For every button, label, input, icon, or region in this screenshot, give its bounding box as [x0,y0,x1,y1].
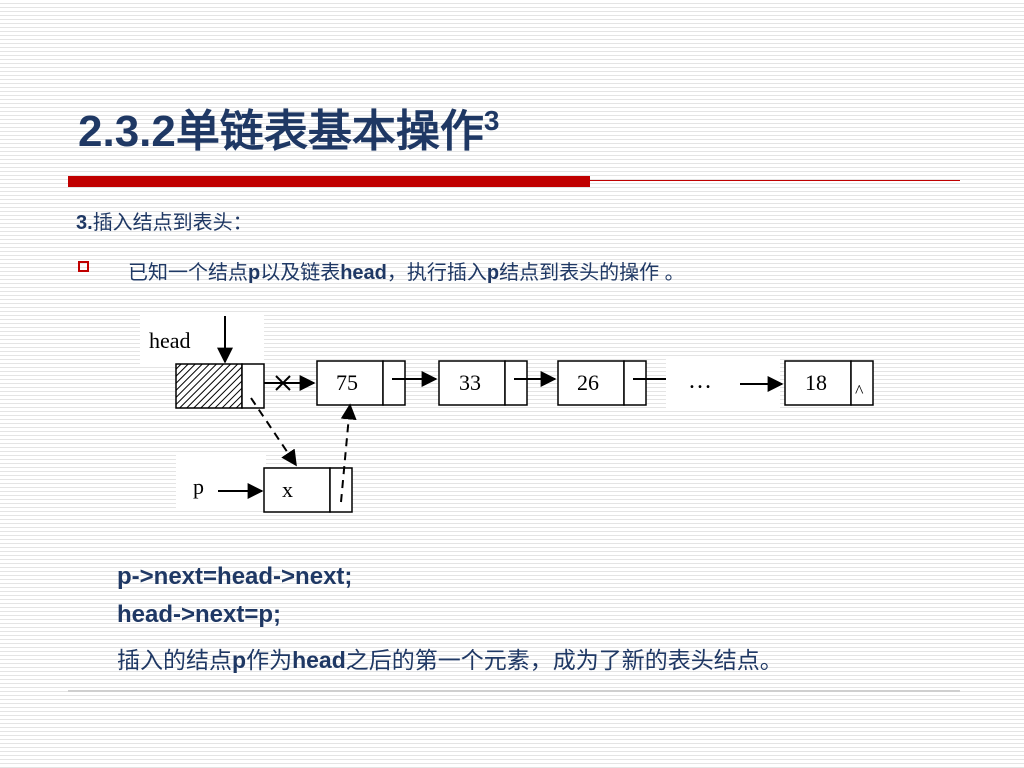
section-heading-text: 插入结点到表头： [92,212,253,234]
node-next-33 [504,360,528,406]
node-data-33 [438,360,506,406]
title-underline-thin [590,180,960,181]
new-node-data [263,467,331,513]
node-value: 33 [459,370,481,395]
head-node-data [175,363,243,409]
bullet-text: 已知一个结点p以及链表head，执行插入p结点到表头的操作 。 [128,256,685,285]
head-label: head [149,328,191,353]
node-data-75 [316,360,384,406]
bullet-text-part: 已知一个结点 [128,262,248,284]
bottom-divider [68,690,960,692]
summary-text-part: 之后的第一个元素，成为了新的表头结点。 [345,647,783,673]
summary-var-p: p [232,647,247,673]
bullet-text-part: ，执行插入 [386,262,487,284]
square-bullet-icon [78,261,89,272]
node-value: 75 [336,370,358,395]
ellipsis: … [688,368,712,394]
bullet-text-part: 结点到表头的操作 。 [499,262,685,284]
code-line-2: head->next=p; [117,601,282,628]
head-node-next [241,363,265,409]
title-underline-bar [68,176,590,187]
summary-text-part: 作为 [246,647,293,673]
summary-text: 插入的结点p作为head之后的第一个元素，成为了新的表头结点。 [117,641,783,675]
section-number: 3. [76,212,93,234]
node-value: 18 [805,370,827,395]
code-line-1: p->next=head->next; [117,563,353,590]
new-node-next [329,467,353,513]
node-value: 26 [577,370,599,395]
bullet-var-p: p [486,262,500,284]
p-label: p [193,474,204,499]
node-data-18 [784,360,852,406]
bullet-var-p: p [248,262,261,284]
node-data-26 [557,360,625,406]
node-next-18 [850,360,874,406]
bullet-text-part: 以及链表 [260,262,341,284]
section-heading: 3.插入结点到表头： [76,206,253,235]
bullet-var-head: head [340,262,387,284]
slide-title: 2.3.2单链表基本操作3 [78,104,499,159]
new-node-to-first-dashed-arrow [340,403,357,503]
node-next-75 [382,360,406,406]
null-mark: ^ [855,381,864,401]
p-label-panel [176,452,266,508]
summary-var-head: head [292,647,346,673]
new-node-value: x [282,477,293,502]
summary-text-part: 插入的结点 [117,647,232,673]
node-next-26 [623,360,647,406]
head-label-panel [140,314,264,364]
slide-title-text: 2.3.2单链表基本操作 [78,107,484,156]
slide-title-superscript: 3 [483,105,500,136]
cross-mark-icon [275,375,291,391]
